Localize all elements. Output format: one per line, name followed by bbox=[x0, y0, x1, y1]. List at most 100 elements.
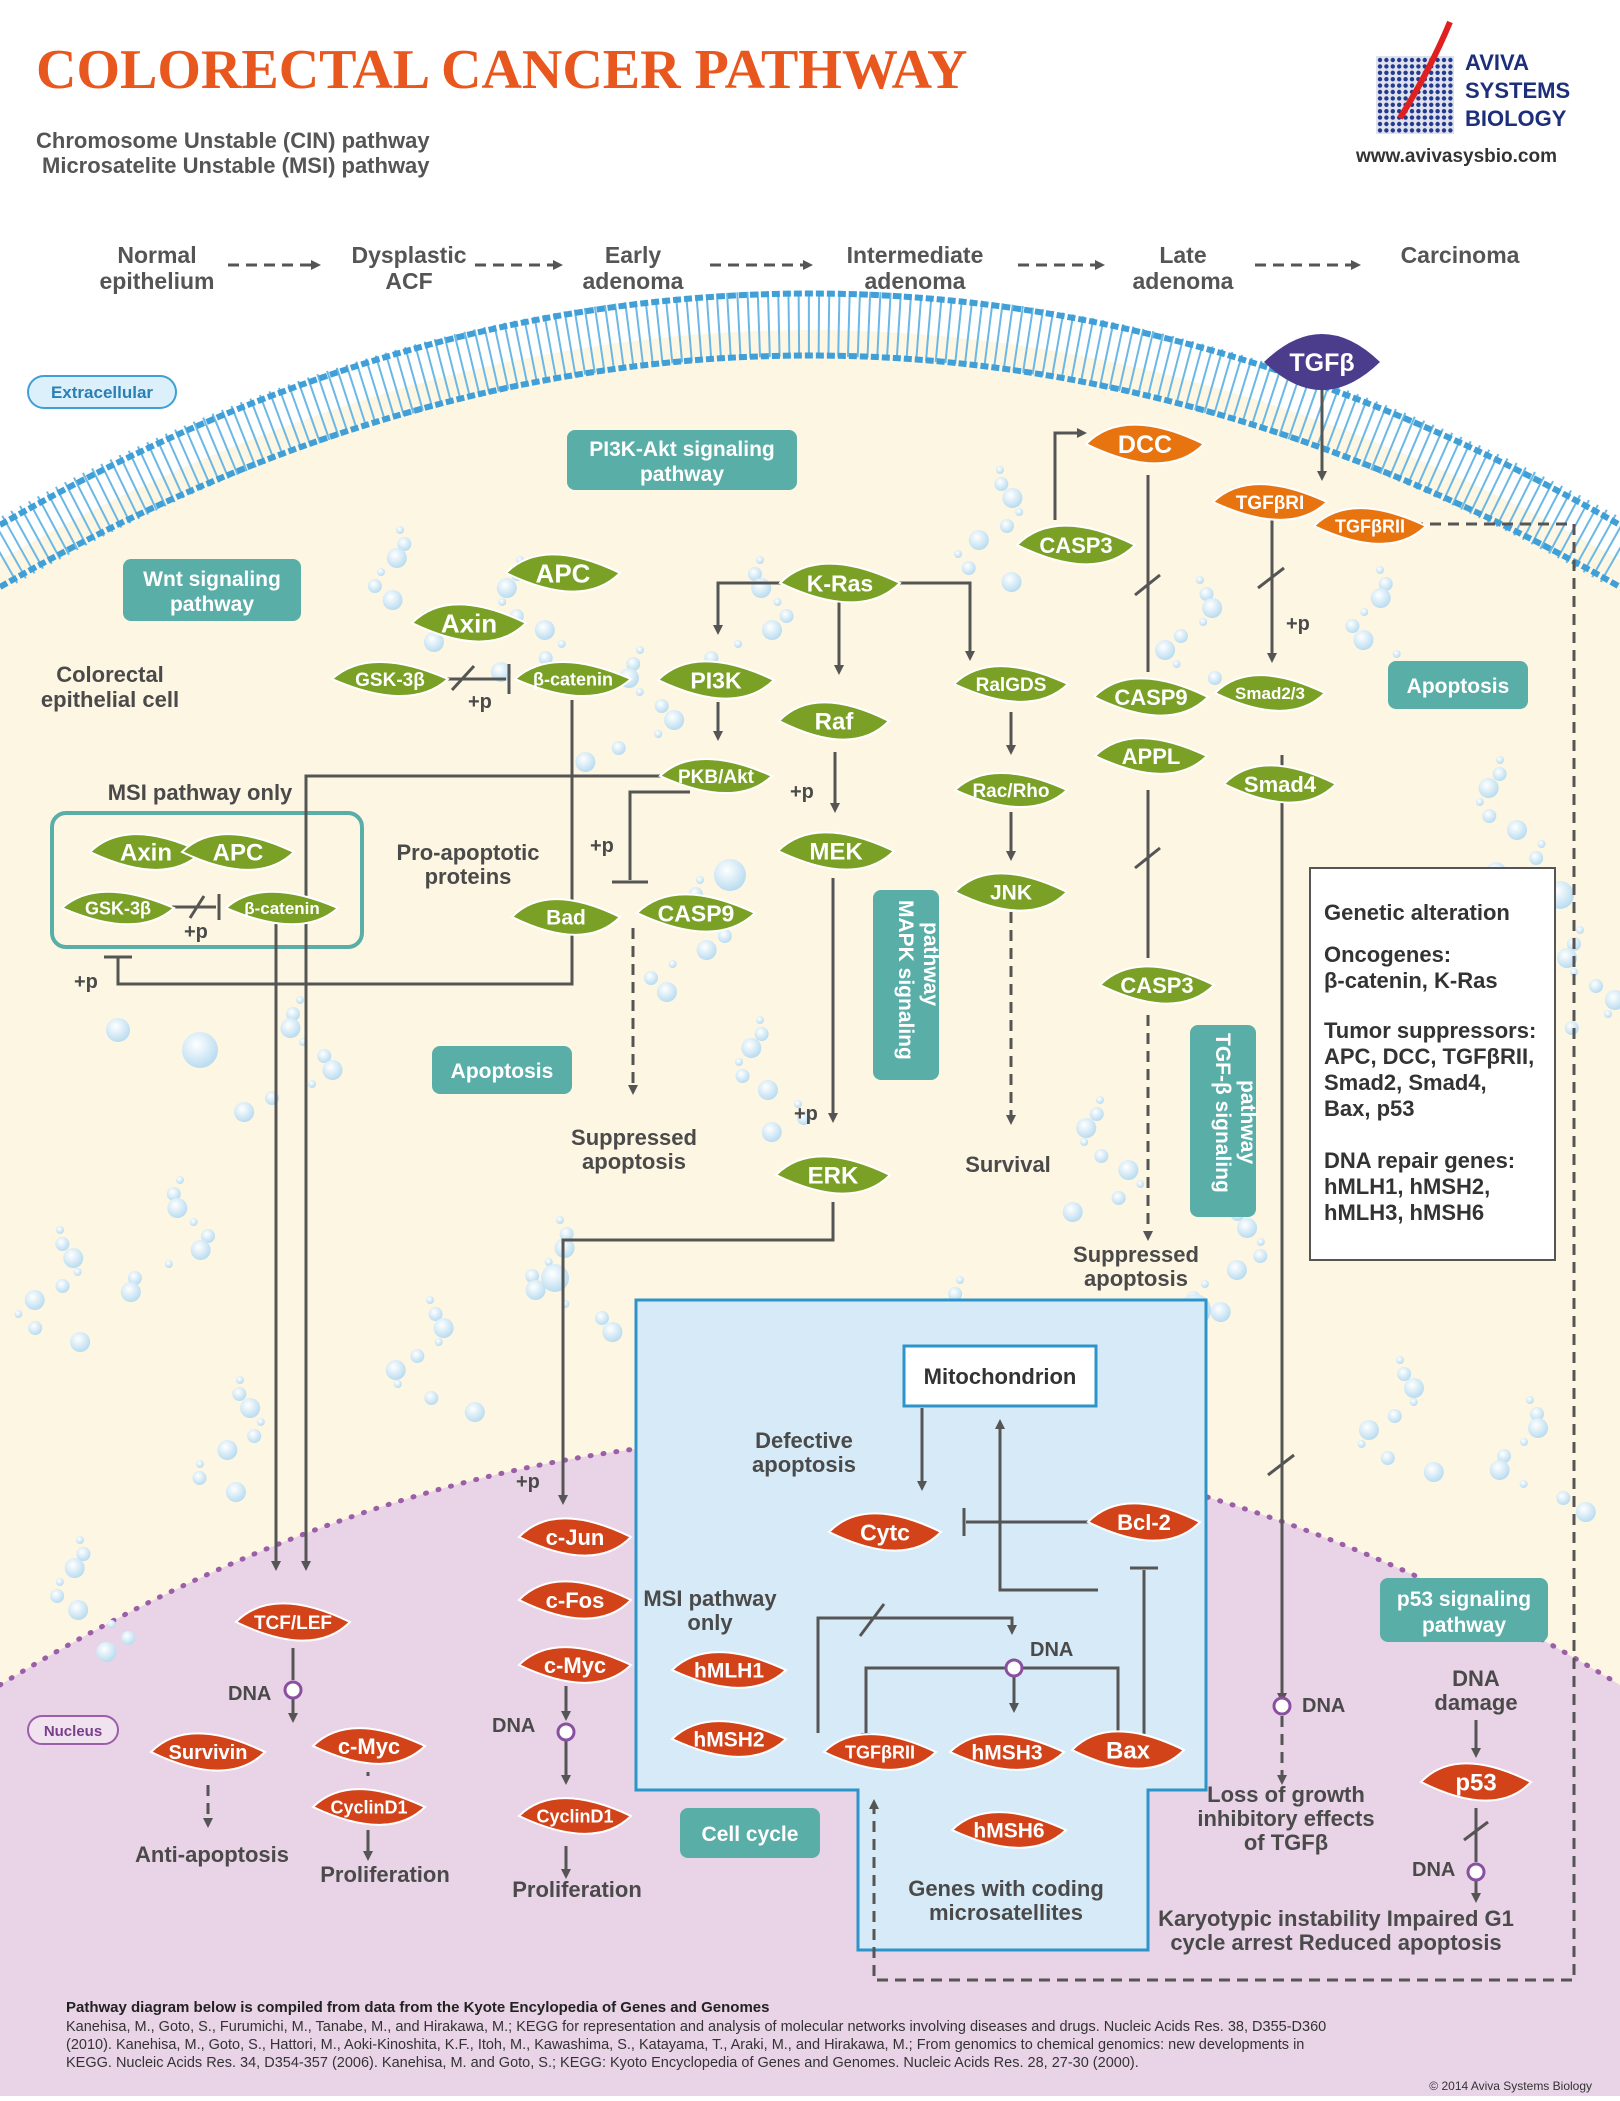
arrow-kras-ralgds bbox=[880, 581, 975, 661]
gene-smad23[interactable]: Smad2/3 bbox=[1213, 674, 1327, 712]
phospho-label: +p bbox=[790, 781, 814, 803]
p53-pathway-box[interactable]: p53 signaling pathway bbox=[1380, 1578, 1548, 1642]
website-link[interactable]: www.avivasysbio.com bbox=[1355, 146, 1557, 167]
stage-5-line1: Late bbox=[1159, 242, 1206, 268]
gene-tgfbr2[interactable]: TGFβRII bbox=[1312, 507, 1428, 545]
label-msi-only-2b: only bbox=[687, 1610, 733, 1635]
gene-msi_bcatenin[interactable]: β-catenin bbox=[224, 890, 340, 926]
gene-hmsh3[interactable]: hMSH3 bbox=[948, 1733, 1066, 1771]
gene-hmsh6[interactable]: hMSH6 bbox=[950, 1811, 1068, 1849]
gene-racrho[interactable]: Rac/Rho bbox=[953, 771, 1069, 809]
gene-label: GSK-3β bbox=[355, 670, 425, 691]
stage-4-line1: Intermediate bbox=[847, 242, 984, 268]
gene-mek[interactable]: MEK bbox=[776, 831, 896, 871]
gene-bax[interactable]: Bax bbox=[1070, 1730, 1186, 1770]
gene-label: CyclinD1 bbox=[536, 1806, 613, 1826]
gene-cyclind1_b[interactable]: CyclinD1 bbox=[517, 1797, 633, 1835]
svg-text:pathway: pathway bbox=[1422, 1614, 1506, 1637]
gene-casp3a[interactable]: CASP3 bbox=[1015, 524, 1137, 566]
gene-smad4[interactable]: Smad4 bbox=[1222, 764, 1338, 804]
stage-5-line2: adenoma bbox=[1133, 268, 1234, 294]
gene-bcl2[interactable]: Bcl-2 bbox=[1086, 1502, 1202, 1542]
gene-label: Raf bbox=[815, 709, 855, 736]
apoptosis-box-mid[interactable]: Apoptosis bbox=[432, 1046, 572, 1094]
gene-axin[interactable]: Axin bbox=[410, 603, 528, 643]
gene-label: c-Myc bbox=[338, 1734, 400, 1759]
gene-cyclind1_a[interactable]: CyclinD1 bbox=[311, 1788, 427, 1826]
gene-label: CASP3 bbox=[1120, 973, 1193, 998]
gene-label: APC bbox=[536, 558, 591, 588]
gene-tgfbrii_n[interactable]: TGFβRII bbox=[822, 1733, 938, 1771]
tgf-beta-pathway-box[interactable]: TGF-β signaling pathway bbox=[1190, 1025, 1259, 1217]
apoptosis-box-right[interactable]: Apoptosis bbox=[1388, 661, 1528, 709]
phospho-label: +p bbox=[590, 835, 614, 857]
gene-label: APC bbox=[213, 840, 264, 867]
page-title: COLORECTAL CANCER PATHWAY bbox=[36, 39, 967, 101]
label-proliferation-b: Proliferation bbox=[512, 1877, 642, 1902]
label-supp-apop-1b: apoptosis bbox=[582, 1149, 686, 1174]
gene-cjun[interactable]: c-Jun bbox=[517, 1517, 633, 1557]
svg-text:KEGG. Nucleic Acids Res. 34, D: KEGG. Nucleic Acids Res. 34, D354-357 (2… bbox=[66, 2055, 1139, 2071]
gene-tgfb[interactable]: TGFβ bbox=[1264, 334, 1380, 390]
gene-cmyc_b[interactable]: c-Myc bbox=[517, 1646, 633, 1684]
svg-text:MAPK signaling: MAPK signaling bbox=[894, 900, 917, 1060]
gene-tcflef[interactable]: TCF/LEF bbox=[234, 1602, 352, 1642]
gene-pkbakt[interactable]: PKB/Akt bbox=[658, 757, 774, 795]
gene-kras[interactable]: K-Ras bbox=[778, 562, 902, 604]
gene-casp9a[interactable]: CASP9 bbox=[635, 893, 757, 933]
svg-text:Pathway diagram below is compi: Pathway diagram below is compiled from d… bbox=[66, 1999, 770, 2016]
mapk-pathway-box[interactable]: MAPK signaling pathway bbox=[873, 890, 942, 1080]
gene-hmlh1[interactable]: hMLH1 bbox=[670, 1651, 788, 1689]
gene-pi3k[interactable]: PI3K bbox=[656, 660, 776, 700]
cell-cycle-box[interactable]: Cell cycle bbox=[680, 1808, 820, 1858]
gene-p53[interactable]: p53 bbox=[1419, 1762, 1533, 1802]
gene-casp3b[interactable]: CASP3 bbox=[1098, 965, 1216, 1005]
genetic-alteration-legend: Genetic alteration Oncogenes: β-catenin,… bbox=[1309, 867, 1556, 1261]
arrow-casp3-dcc bbox=[1053, 428, 1087, 520]
gene-label: CyclinD1 bbox=[330, 1797, 407, 1817]
gene-label: ERK bbox=[808, 1163, 859, 1190]
gene-dcc[interactable]: DCC bbox=[1084, 423, 1206, 465]
label-survival: Survival bbox=[965, 1152, 1051, 1177]
svg-text:TGFβ: TGFβ bbox=[1289, 349, 1354, 377]
gene-label: CASP9 bbox=[1114, 685, 1187, 710]
gene-cytc[interactable]: Cytc bbox=[827, 1512, 943, 1552]
label-karyo-2: cycle arrest Reduced apoptosis bbox=[1170, 1930, 1501, 1955]
gene-msi_axin[interactable]: Axin bbox=[88, 833, 204, 871]
gene-raf[interactable]: Raf bbox=[777, 701, 891, 741]
gene-gsk3b[interactable]: GSK-3β bbox=[330, 660, 450, 698]
svg-text:Cell cycle: Cell cycle bbox=[702, 1823, 799, 1846]
gene-msi_gsk3b[interactable]: GSK-3β bbox=[60, 890, 176, 926]
gene-erk[interactable]: ERK bbox=[774, 1155, 892, 1195]
gene-msi_apc[interactable]: APC bbox=[180, 833, 296, 871]
svg-text:Kanehisa, M., Goto, S., Furumi: Kanehisa, M., Goto, S., Furumichi, M., T… bbox=[66, 2019, 1326, 2035]
pi3k-akt-pathway-box[interactable]: PI3K-Akt signaling pathway bbox=[567, 430, 797, 490]
label-dna-damage-2: damage bbox=[1434, 1690, 1517, 1715]
gene-label: CASP9 bbox=[658, 900, 735, 926]
stage-4-line2: adenoma bbox=[865, 268, 966, 294]
wnt-pathway-box[interactable]: Wnt signaling pathway bbox=[123, 559, 301, 621]
gene-apc[interactable]: APC bbox=[504, 553, 622, 593]
gene-cfos[interactable]: c-Fos bbox=[517, 1580, 633, 1620]
svg-text:pathway: pathway bbox=[919, 922, 942, 1006]
gene-casp9b[interactable]: CASP9 bbox=[1092, 677, 1210, 717]
gene-bad[interactable]: Bad bbox=[510, 898, 622, 936]
gene-appl[interactable]: APPL bbox=[1093, 737, 1209, 775]
mitochondrion-box[interactable]: Mitochondrion bbox=[902, 1344, 1098, 1408]
phospho-label: +p bbox=[468, 691, 492, 713]
label-dna-damage-1: DNA bbox=[1452, 1666, 1500, 1691]
gene-tgfbr1[interactable]: TGFβRI bbox=[1211, 483, 1329, 521]
gene-survivin[interactable]: Survivin bbox=[149, 1732, 267, 1772]
gene-ralgds[interactable]: RalGDS bbox=[952, 665, 1070, 703]
gene-label: β-catenin bbox=[244, 899, 320, 918]
gene-cmyc_a[interactable]: c-Myc bbox=[311, 1727, 427, 1765]
svg-text:hMLH3, hMSH6: hMLH3, hMSH6 bbox=[1324, 1200, 1484, 1225]
gene-label: RalGDS bbox=[976, 675, 1047, 696]
gene-hmsh2[interactable]: hMSH2 bbox=[670, 1720, 788, 1758]
gene-bcatenin[interactable]: β-catenin bbox=[513, 660, 633, 698]
dna-node bbox=[1004, 1658, 1024, 1678]
label-pro-apop-1: Pro-apoptotic bbox=[397, 840, 540, 865]
svg-text:hMLH1, hMSH2,: hMLH1, hMSH2, bbox=[1324, 1174, 1490, 1199]
gene-jnk[interactable]: JNK bbox=[953, 872, 1069, 912]
